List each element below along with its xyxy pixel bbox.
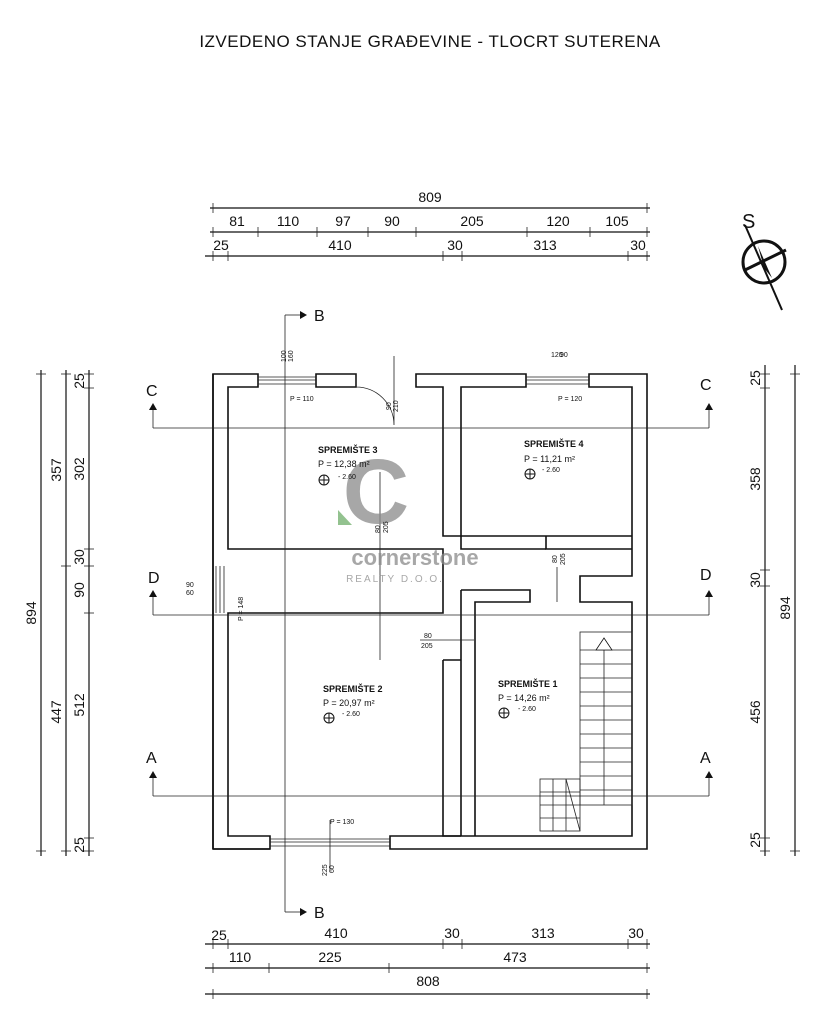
top-dim-3: 97 xyxy=(335,213,351,229)
section-lines: C C D D A A B B xyxy=(146,308,713,922)
top-dim2-3: 30 xyxy=(447,237,463,253)
bottom-dim2-2: 225 xyxy=(318,949,342,965)
bottom-dim2-1: 110 xyxy=(229,949,252,965)
top-dimensions: 809 81 110 97 90 205 120 105 25 410 30 3… xyxy=(205,189,650,261)
svg-text:60: 60 xyxy=(329,865,336,873)
bottom-dimensions: 25 410 30 313 30 110 225 473 808 xyxy=(205,925,650,999)
bottom-dim-4: 313 xyxy=(531,925,555,941)
bottom-dim2-3: 473 xyxy=(503,949,527,965)
right-dim-3: 30 xyxy=(747,572,763,588)
top-dim2-1: 25 xyxy=(213,237,229,253)
room-name: SPREMIŠTE 4 xyxy=(524,438,584,449)
right-dimensions: 25 358 30 456 25 894 xyxy=(747,365,800,856)
section-a-right: A xyxy=(700,750,711,767)
watermark-name: cornerstone xyxy=(351,545,478,570)
left-dim2-3: 30 xyxy=(71,549,87,565)
room-area: P = 14,26 m² xyxy=(498,693,550,703)
section-c-right: C xyxy=(700,377,712,394)
section-d-right: D xyxy=(700,567,712,584)
room-name: SPREMIŠTE 1 xyxy=(498,678,558,689)
watermark-logo: C xyxy=(343,441,409,543)
svg-text:205: 205 xyxy=(560,553,567,565)
svg-text:80: 80 xyxy=(424,633,432,640)
left-dimensions: 894 357 447 25 302 30 90 512 25 xyxy=(23,370,94,856)
svg-text:P = 130: P = 130 xyxy=(330,819,354,826)
svg-text:90: 90 xyxy=(560,352,568,359)
top-dim-4: 90 xyxy=(384,213,400,229)
left-dim2-1: 25 xyxy=(71,373,87,389)
section-b-top: B xyxy=(314,308,325,325)
bottom-dim-1: 25 xyxy=(211,927,227,943)
room-level: - 2.60 xyxy=(342,711,360,718)
top-dim2-5: 30 xyxy=(630,237,646,253)
section-d-left: D xyxy=(148,570,160,587)
svg-text:60: 60 xyxy=(186,590,194,597)
left-dim2-6: 25 xyxy=(71,837,87,853)
svg-text:225: 225 xyxy=(322,864,329,876)
svg-text:205: 205 xyxy=(383,521,390,533)
left-total-dim: 894 xyxy=(23,601,39,625)
top-dim-6: 120 xyxy=(546,213,570,229)
section-a-left: A xyxy=(146,750,157,767)
top-dim2-2: 410 xyxy=(328,237,352,253)
right-dim-2: 358 xyxy=(747,467,763,491)
plan-title: IZVEDENO STANJE GRAĐEVINE - TLOCRT SUTER… xyxy=(199,32,661,51)
room-name: SPREMIŠTE 2 xyxy=(323,683,383,694)
left-dim2-5: 512 xyxy=(71,693,87,717)
building-walls xyxy=(212,356,648,850)
company-watermark: C cornerstone REALTY D.O.O. xyxy=(338,441,479,585)
section-c-left: C xyxy=(146,383,158,400)
top-dim-2: 110 xyxy=(277,213,300,229)
room-area: P = 20,97 m² xyxy=(323,698,375,708)
svg-text:210: 210 xyxy=(393,400,400,412)
left-dim2-4: 90 xyxy=(71,582,87,598)
room-level: - 2.60 xyxy=(518,706,536,713)
top-dim-7: 105 xyxy=(605,213,629,229)
room-area: P = 12,38 m² xyxy=(318,459,370,469)
top-dim2-4: 313 xyxy=(533,237,557,253)
room-area: P = 11,21 m² xyxy=(524,454,575,464)
watermark-sub: REALTY D.O.O. xyxy=(346,574,444,585)
room-spremiste-1: SPREMIŠTE 1 P = 14,26 m² - 2.60 xyxy=(498,678,558,719)
left-dim-2: 447 xyxy=(48,700,64,724)
room-level: - 2.60 xyxy=(338,474,356,481)
svg-text:S: S xyxy=(742,211,755,233)
top-dim-5: 205 xyxy=(460,213,484,229)
right-dim-5: 25 xyxy=(747,832,763,848)
svg-text:80: 80 xyxy=(375,525,382,533)
opening-annotations: P = 110 P = 120 P = 130 P = 148 100 160 … xyxy=(186,350,582,876)
left-dim2-2: 302 xyxy=(71,457,87,481)
section-b-bottom: B xyxy=(314,905,325,922)
svg-text:P = 120: P = 120 xyxy=(558,396,582,403)
room-spremiste-3: SPREMIŠTE 3 P = 12,38 m² - 2.60 xyxy=(318,444,378,486)
top-total-dim: 809 xyxy=(418,189,442,205)
staircase xyxy=(539,631,633,832)
north-arrow-icon: S xyxy=(741,211,787,311)
left-dim-1: 357 xyxy=(48,458,64,482)
svg-text:90: 90 xyxy=(186,582,194,589)
room-level: - 2.60 xyxy=(542,467,560,474)
right-dim-1: 25 xyxy=(747,370,763,386)
svg-text:80: 80 xyxy=(552,555,559,563)
svg-text:120: 120 xyxy=(551,352,563,359)
bottom-dim-3: 30 xyxy=(444,925,460,941)
top-dim-1: 81 xyxy=(229,213,245,229)
bottom-total-dim: 808 xyxy=(416,973,440,989)
right-dim-4: 456 xyxy=(747,700,763,724)
bottom-dim-5: 30 xyxy=(628,925,644,941)
svg-text:90: 90 xyxy=(386,402,393,410)
svg-text:160: 160 xyxy=(288,350,295,362)
svg-text:P = 148: P = 148 xyxy=(238,597,245,621)
right-total-dim: 894 xyxy=(777,596,793,620)
room-spremiste-4: SPREMIŠTE 4 P = 11,21 m² - 2.60 xyxy=(524,438,584,480)
svg-text:P = 110: P = 110 xyxy=(290,396,314,403)
room-name: SPREMIŠTE 3 xyxy=(318,444,378,455)
svg-text:205: 205 xyxy=(421,643,433,650)
room-spremiste-2: SPREMIŠTE 2 P = 20,97 m² - 2.60 xyxy=(323,683,383,724)
svg-text:100: 100 xyxy=(281,350,288,362)
bottom-dim-2: 410 xyxy=(324,925,348,941)
